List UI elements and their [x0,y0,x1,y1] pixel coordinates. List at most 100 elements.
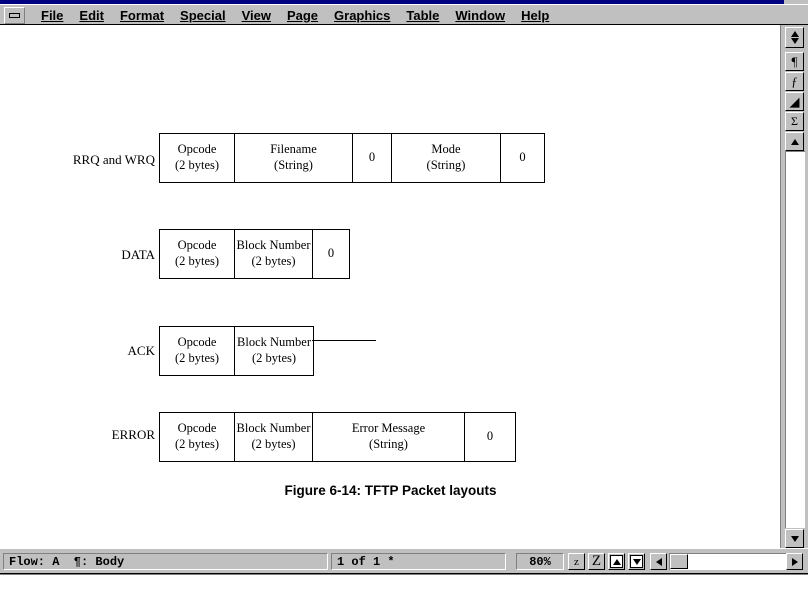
character-format-button[interactable]: ƒ [785,72,804,91]
menu-format[interactable]: Format [112,7,172,24]
packet-cell: Block Number (2 bytes) [235,413,313,461]
menu-window-label: Window [455,7,506,23]
menu-help[interactable]: Help [513,7,557,24]
cell-line1: 0 [519,150,526,165]
cell-line2: (String) [274,158,313,172]
packet-cell: Opcode (2 bytes) [160,413,235,461]
packet-error: Opcode (2 bytes) Block Number (2 bytes) … [159,412,516,462]
menu-file[interactable]: File [33,7,71,24]
packet-cell: Opcode (2 bytes) [160,230,235,278]
cell-line2: (2 bytes) [251,351,297,365]
function-f-icon: ƒ [791,73,798,89]
graphics-tool-button[interactable]: ◢ [785,92,804,111]
menu-list: File Edit Format Special View Page Graph… [33,7,557,24]
next-page-button[interactable] [628,553,645,570]
menu-window[interactable]: Window [447,7,513,24]
horizontal-scrollbar-thumb[interactable] [670,554,688,569]
system-menu-button[interactable] [4,6,25,24]
page-status-field: 1 of 1 * [331,553,506,570]
row-label-error: ERROR [111,427,155,442]
cell-line2: (2 bytes) [251,254,296,268]
packet-cell: Block Number (2 bytes) [235,230,313,278]
menu-bar: File Edit Format Special View Page Graph… [0,4,808,25]
packet-row-rrq-wrq: Opcode (2 bytes) Filename (String) 0 Mod… [159,133,545,183]
cell-line1: Block Number [236,238,311,253]
title-bar-right-spacer [784,0,808,5]
arrow-down-icon [790,535,799,542]
restore-box-icon [9,12,20,18]
packet-cell: 0 [353,134,392,182]
packet-cell: Block Number (2 bytes) [235,327,313,375]
sigma-icon: Σ [791,114,798,128]
menu-special-label: Special [180,7,226,23]
document-page[interactable]: RRQ and WRQ Opcode (2 bytes) Filename (S… [0,25,781,549]
menu-view-label: View [241,7,271,23]
status-bar-divider [0,573,808,574]
packet-cell: Mode (String) [392,134,501,182]
scroll-left-button[interactable] [650,553,667,570]
cell-line2: (String) [426,158,466,172]
packet-cell: Opcode (2 bytes) [160,134,235,182]
menu-view[interactable]: View [234,7,279,24]
cell-line2: (2 bytes) [251,437,296,451]
flow-status-field: Flow: A ¶: Body [3,553,328,570]
horizontal-scrollbar-track[interactable] [669,553,786,570]
arrow-left-icon [655,557,662,566]
menu-file-label: File [41,7,64,23]
cell-line2: (2 bytes) [174,254,220,268]
cell-line1: Filename [270,142,317,157]
cell-line1: 0 [486,429,494,444]
cell-line2: (2 bytes) [174,158,220,172]
row-label-ack: ACK [127,343,155,358]
zoom-in-icon: Z [591,553,602,569]
zoom-level-display[interactable]: 80% [516,553,564,570]
scroll-down-button[interactable] [785,529,804,548]
cell-line1: Opcode [177,421,217,436]
menu-graphics[interactable]: Graphics [326,7,398,24]
menu-graphics-label: Graphics [334,7,391,23]
cell-line1: Opcode [177,142,217,157]
cell-line1: Error Message [351,421,426,436]
scroll-up-button[interactable] [785,132,804,151]
right-toolbar: ¶ ƒ ◢ Σ [780,25,808,549]
menu-edit[interactable]: Edit [71,7,112,24]
packet-rrq-wrq: Opcode (2 bytes) Filename (String) 0 Mod… [159,133,545,183]
equation-button[interactable]: Σ [785,112,804,131]
figure-caption: Figure 6-14: TFTP Packet layouts [284,483,497,498]
cell-line2: (String) [369,437,408,451]
menu-table[interactable]: Table [398,7,447,24]
menu-bar-divider [0,24,808,25]
paragraph-format-button[interactable]: ¶ [785,52,804,71]
tftp-packet-diagram: RRQ and WRQ Opcode (2 bytes) Filename (S… [0,25,781,498]
cell-line1: Opcode [177,335,217,350]
menu-table-label: Table [406,7,440,23]
status-bar-bottom-fill [0,574,808,590]
menu-format-label: Format [119,7,165,23]
row-label-data: DATA [121,247,155,262]
zoom-in-button[interactable]: Z [588,553,605,570]
packet-data: Opcode (2 bytes) Block Number (2 bytes) … [159,229,350,279]
packet-cell: Opcode (2 bytes) [160,327,235,375]
packet-row-error: Opcode (2 bytes) Block Number (2 bytes) … [159,412,516,462]
cell-line2: (2 bytes) [174,351,220,365]
packet-cell: 0 [501,134,544,182]
menu-edit-label: Edit [79,7,104,23]
arrow-down-icon [790,38,799,44]
cell-line1: Block Number [237,335,311,350]
cell-line2: (2 bytes) [174,437,220,451]
zoom-out-button[interactable]: z [568,553,585,570]
cell-line1: Mode [431,142,461,157]
menu-special[interactable]: Special [172,7,234,24]
scroll-updown-button[interactable] [785,27,804,48]
scroll-right-button[interactable] [786,553,803,570]
menu-page[interactable]: Page [279,7,326,24]
page-up-icon [610,555,623,568]
packet-cell: 0 [465,413,515,461]
vertical-scrollbar-track[interactable] [785,151,805,528]
arrow-up-icon [790,31,799,37]
previous-page-button[interactable] [608,553,625,570]
zoom-out-icon: z [574,555,579,568]
packet-cell: 0 [313,230,349,278]
packet-row-data: Opcode (2 bytes) Block Number (2 bytes) … [159,229,350,279]
